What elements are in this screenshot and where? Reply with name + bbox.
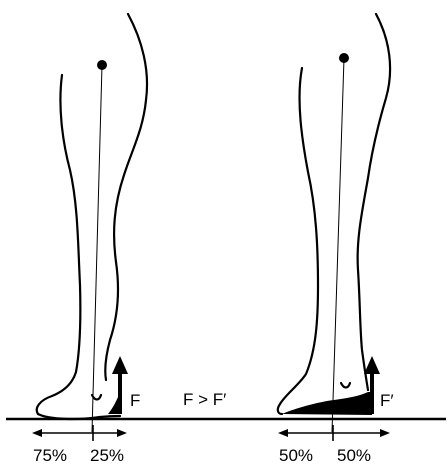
left-split-left-label: 75% <box>33 446 67 465</box>
left-leg <box>37 14 147 419</box>
right-ankle-mark <box>341 383 350 388</box>
right-force-label: F′ <box>380 391 394 410</box>
right-leg <box>278 14 390 414</box>
left-split-right-label: 25% <box>90 446 124 465</box>
right-distribution-arrows <box>278 425 390 441</box>
right-split-left-label: 50% <box>279 446 313 465</box>
left-force-label: F <box>130 391 140 410</box>
right-leg-front-outline <box>358 14 390 390</box>
left-leg-back-outline <box>37 75 81 414</box>
right-foot-shading <box>282 392 372 415</box>
left-leg-front-outline <box>105 14 147 380</box>
right-plumb-line <box>332 58 344 432</box>
right-split-right-label: 50% <box>337 446 371 465</box>
right-center-of-mass <box>339 53 349 63</box>
left-distribution-arrows <box>32 425 127 441</box>
right-leg-back-outline <box>278 68 318 414</box>
left-plumb-line <box>92 65 102 432</box>
force-comparison-label: F > F′ <box>183 390 226 409</box>
left-center-of-mass <box>97 60 107 70</box>
